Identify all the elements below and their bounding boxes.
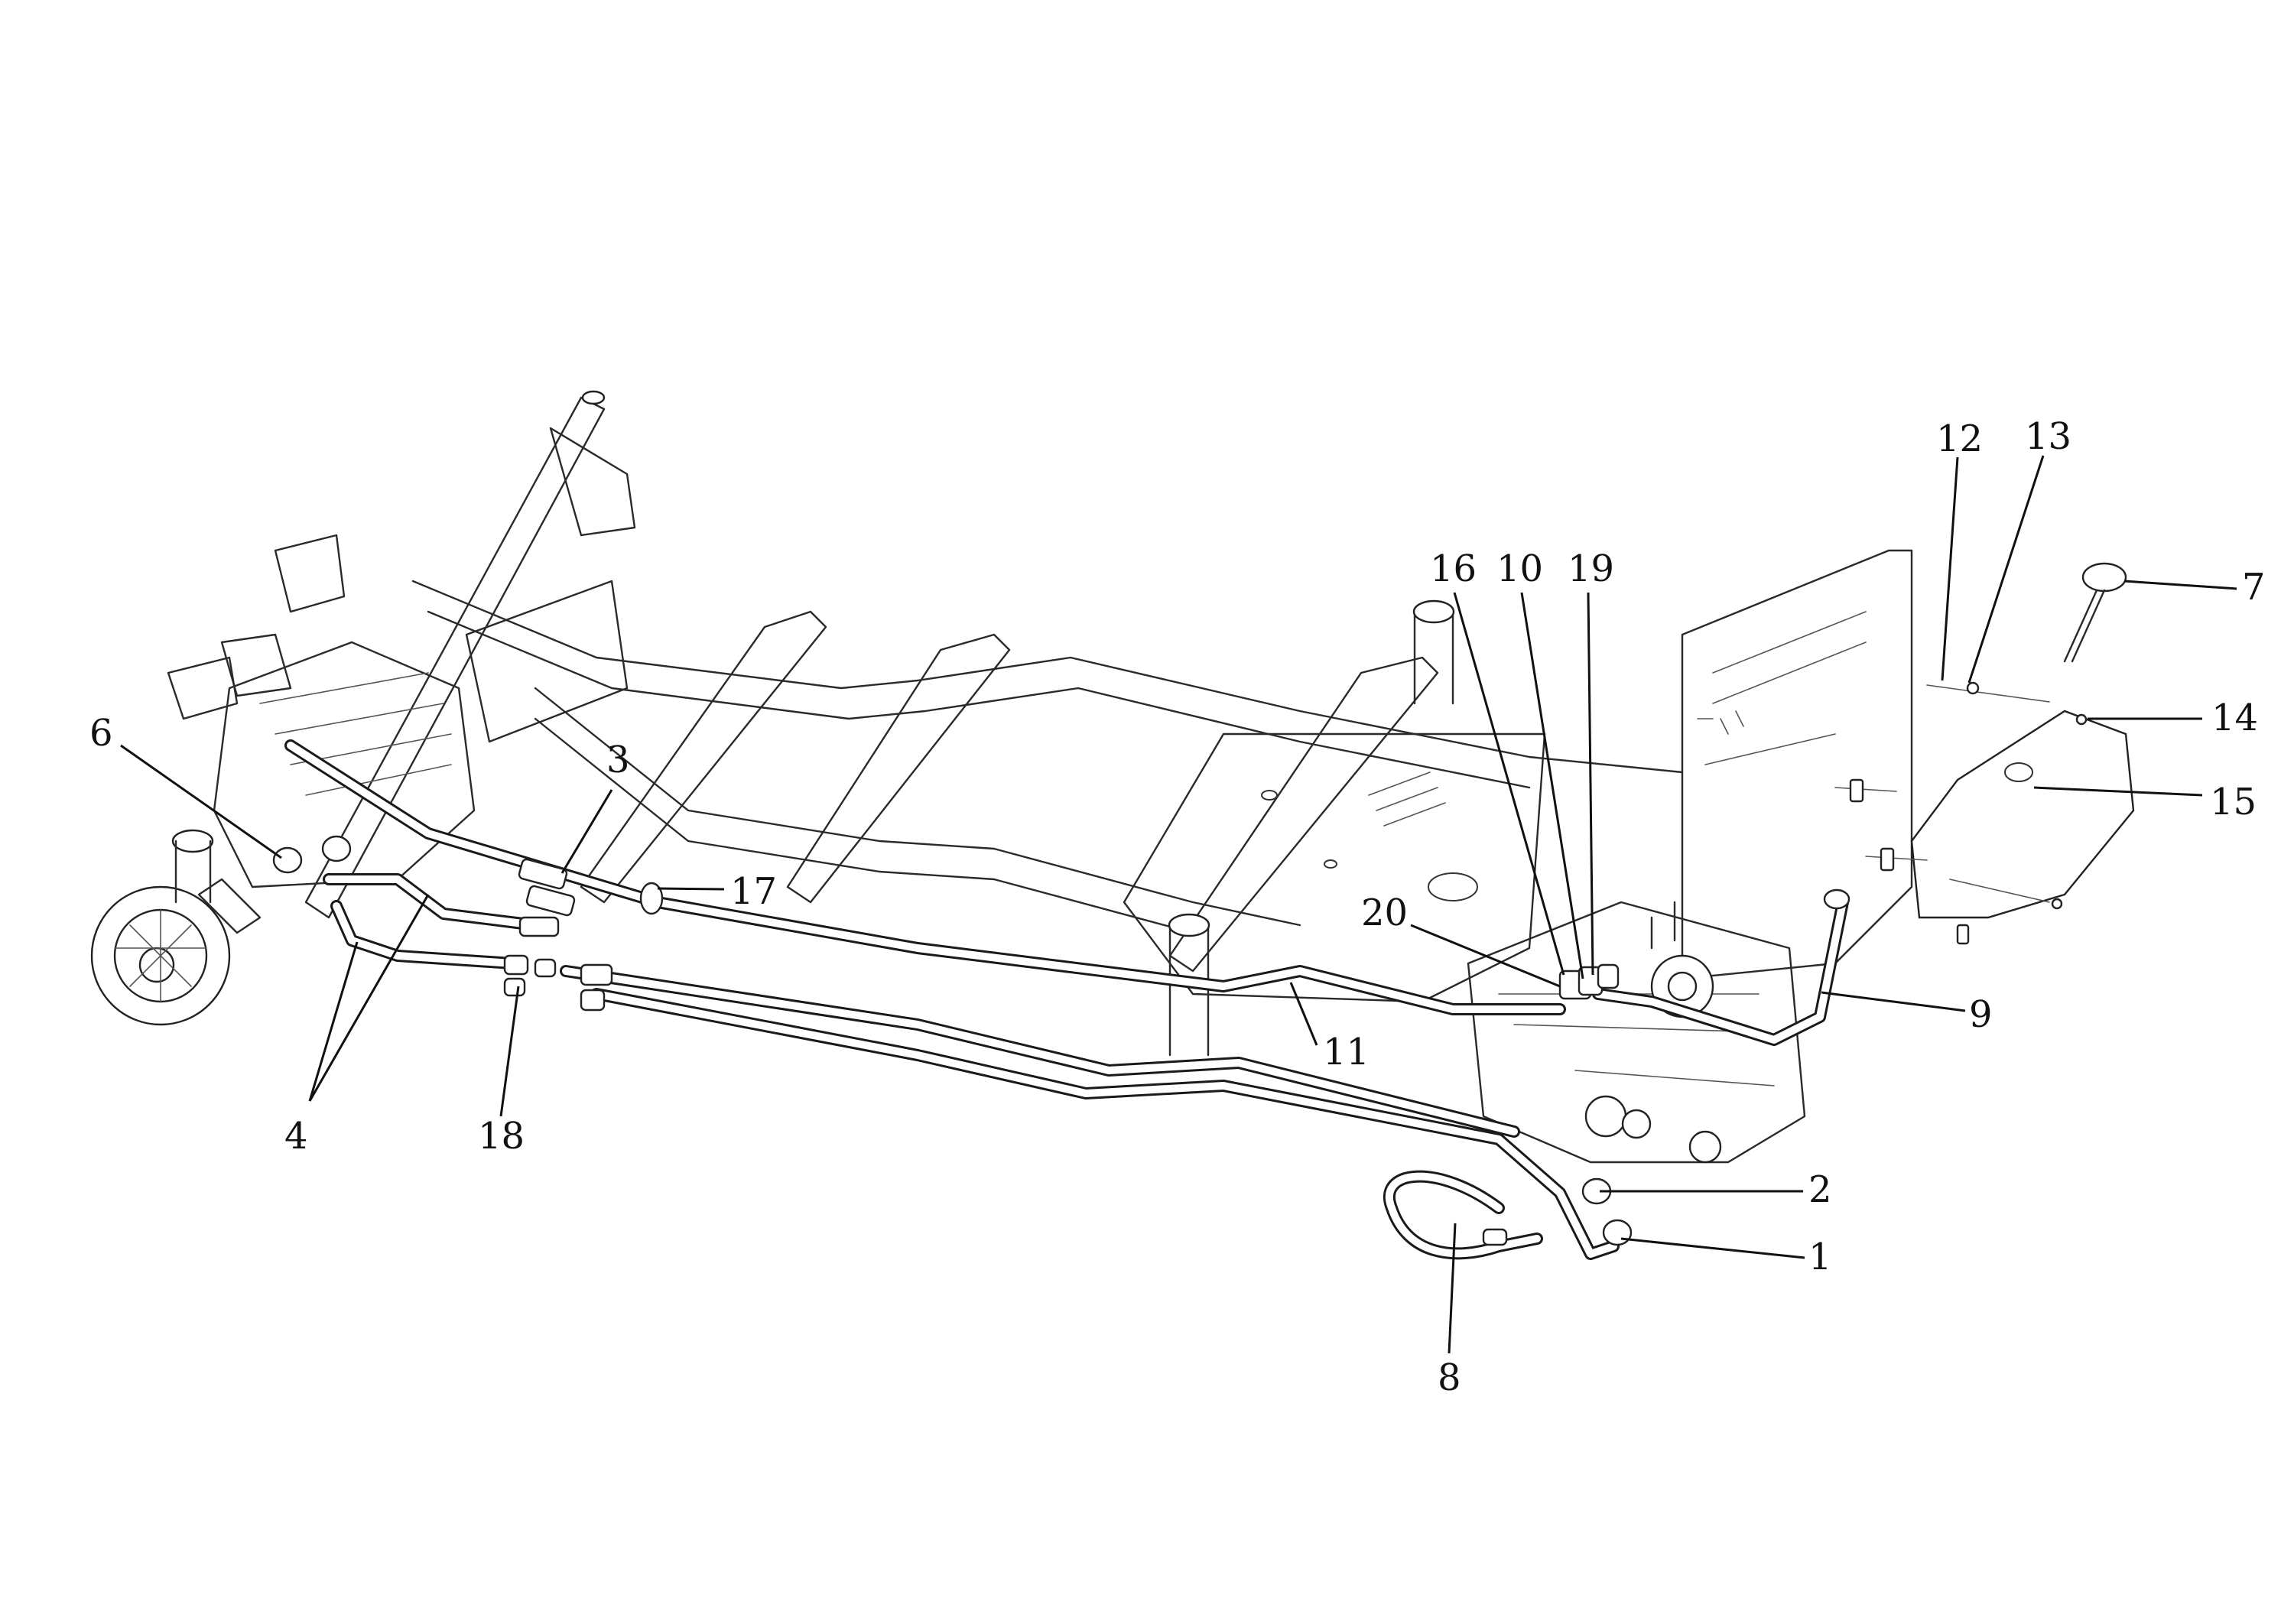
leader-18 [499,986,520,1117]
leader-20 [1410,924,1561,988]
leader-7 [2123,580,2237,590]
callout-6: 6 [89,712,113,755]
leader-11 [1289,982,1318,1046]
callout-11: 11 [1323,1031,1370,1073]
leader-13 [1967,455,2045,684]
leader-15 [2033,786,2203,797]
leader-3 [561,789,613,874]
leader-10 [1520,592,1584,979]
callout-7: 7 [2242,566,2266,609]
leader-12 [1941,456,1959,681]
callout-3: 3 [606,739,630,781]
callout-2: 2 [1808,1168,1832,1211]
chassis-frame [167,390,1913,1057]
callout-10: 10 [1496,547,1543,590]
callout-20: 20 [1361,892,1408,934]
callout-13: 13 [2025,415,2071,458]
callout-14: 14 [2211,697,2258,739]
callout-17: 17 [730,870,777,913]
leader-16 [1453,592,1565,976]
leader-4a [308,941,359,1102]
callout-18: 18 [478,1115,525,1158]
callout-16: 16 [1430,547,1477,590]
leader-4b [308,894,430,1102]
right-transaxle [1467,901,1806,1164]
callout-4: 4 [284,1115,308,1158]
callout-12: 12 [1936,417,1983,460]
leader-17 [657,887,725,891]
leader-8 [1448,1223,1457,1354]
hydraulic-lines [284,739,1849,1260]
callout-1: 1 [1808,1236,1832,1278]
callout-15: 15 [2210,781,2257,823]
leader-9 [1821,991,1966,1012]
left-transaxle [90,641,476,1026]
callout-9: 9 [1969,993,1993,1036]
callout-8: 8 [1438,1356,1461,1399]
leader-6 [120,744,282,859]
reservoir-tank [1834,681,2135,945]
leader-1 [1620,1237,1805,1259]
dipstick [2063,562,2127,663]
leader-19 [1587,592,1594,976]
callout-19: 19 [1568,547,1614,590]
callout-labels: 1 2 3 4 6 7 8 9 10 11 12 13 14 15 16 17 … [89,415,2266,1399]
callout-leaders [120,455,2237,1354]
